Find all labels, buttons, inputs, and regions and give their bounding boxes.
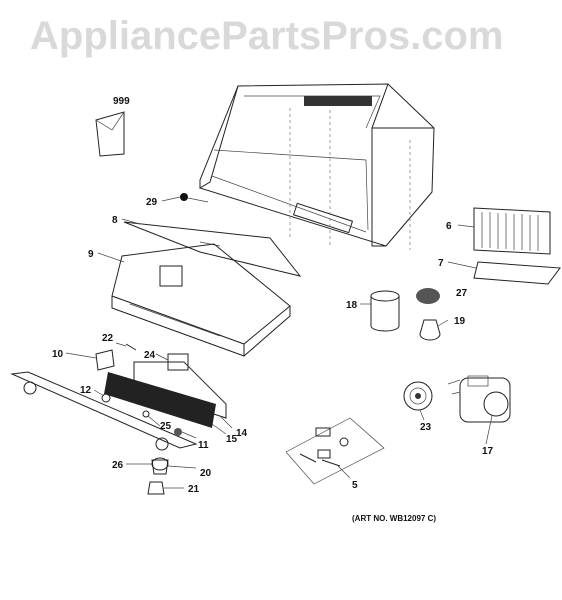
part-27-socket	[416, 288, 440, 304]
label-8: 8	[112, 215, 118, 226]
part-23-fan-blade	[403, 381, 433, 411]
part-20-lamp-holder	[151, 459, 169, 475]
part-17-blower-motor	[447, 375, 511, 423]
part-999-manual	[95, 111, 125, 157]
label-999: 999	[113, 96, 130, 107]
label-27: 27	[456, 288, 468, 299]
label-23: 23	[420, 422, 432, 433]
part-6-filter	[473, 207, 551, 255]
label-21: 21	[188, 484, 200, 495]
label-19: 19	[454, 316, 466, 327]
control-rail	[10, 371, 198, 451]
hood-housing	[198, 83, 435, 250]
label-14: 14	[236, 428, 248, 439]
label-5: 5	[352, 480, 358, 491]
part-labels: 999 29 8 9 6 7 18 27 19 22 10 24 12 25 1…	[52, 96, 494, 495]
label-9: 9	[88, 249, 94, 260]
part-21-bulb	[147, 481, 165, 495]
part-12-knob	[101, 393, 111, 403]
part-8-panel	[123, 221, 302, 277]
label-18: 18	[346, 300, 358, 311]
label-26: 26	[112, 460, 124, 471]
label-24: 24	[144, 350, 156, 361]
art-number: (ART NO. WB12097 C)	[352, 514, 437, 523]
watermark: AppliancePartsPros.com	[30, 14, 504, 58]
label-22: 22	[102, 333, 114, 344]
label-11: 11	[198, 440, 209, 451]
part-9-inner-housing	[111, 243, 291, 357]
part-22-clip	[125, 343, 137, 351]
label-12: 12	[80, 385, 92, 396]
label-20: 20	[200, 468, 212, 479]
part-10-bracket	[95, 349, 115, 371]
part-11-knob	[174, 428, 182, 436]
label-7: 7	[438, 258, 444, 269]
label-25: 25	[160, 421, 172, 432]
label-17: 17	[482, 446, 494, 457]
part-25-switch-button	[142, 410, 150, 418]
part-15-control-panel	[104, 372, 216, 428]
part-7-lens	[473, 261, 561, 285]
label-29: 29	[146, 197, 158, 208]
part-5-hardware-kit	[285, 417, 385, 485]
label-6: 6	[446, 221, 452, 232]
label-10: 10	[52, 349, 64, 360]
part-29-badge	[180, 193, 209, 203]
part-18-capacitor	[370, 290, 400, 332]
part-19-bulb	[419, 319, 441, 341]
leader-lines	[65, 196, 493, 489]
label-15: 15	[226, 434, 238, 445]
